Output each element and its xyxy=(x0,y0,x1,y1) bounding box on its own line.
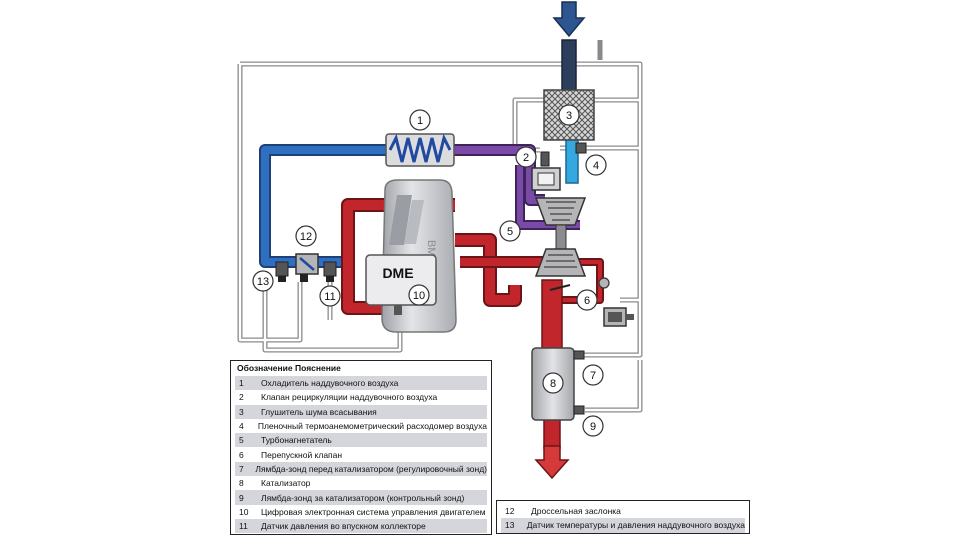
legend-row: 12 Дроссельная заслонка xyxy=(501,504,745,518)
legend-row: 7 Лямбда-зонд перед катализатором (регули… xyxy=(235,461,487,477)
legend-num: 2 xyxy=(239,392,244,403)
manifold-pressure-sensor xyxy=(323,261,337,282)
legend-text: Турбонагнетатель xyxy=(261,435,332,446)
legend-row: 5 Турбонагнетатель xyxy=(235,433,487,448)
callout-9: 9 xyxy=(582,415,604,437)
callout-4: 4 xyxy=(585,154,607,176)
intake-duct xyxy=(561,39,579,184)
legend-text: Глушитель шума всасывания xyxy=(261,406,377,417)
legend-text: Дроссельная заслонка xyxy=(531,506,621,517)
callout-1: 1 xyxy=(409,109,431,131)
callout-label: 4 xyxy=(593,160,599,172)
legend-header: Обозначение Пояснение xyxy=(231,361,491,375)
legend-row: 1 Охладитель наддувочного воздуха xyxy=(235,376,487,391)
throttle-valve xyxy=(295,253,319,282)
legend-row: 4 Пленочный термоанемометрический расходо… xyxy=(235,419,487,433)
legend-num: 13 xyxy=(505,520,515,531)
callout-label: 11 xyxy=(324,291,335,303)
legend-text: Перепускной клапан xyxy=(261,449,343,460)
callout-label: 3 xyxy=(566,110,572,122)
legend-num: 5 xyxy=(239,435,244,446)
legend-header-desc: Пояснение xyxy=(295,363,341,373)
turbocharger xyxy=(534,197,587,277)
legend-text: Пленочный термоанемометрический расходом… xyxy=(257,421,487,432)
intercooler xyxy=(385,133,455,167)
callout-7: 7 xyxy=(582,364,604,386)
callout-label: 10 xyxy=(413,290,425,302)
legend-text: Охладитель наддувочного воздуха xyxy=(261,378,399,389)
exhaust-arrow-icon xyxy=(534,445,570,480)
lambda-sensor-post-cat xyxy=(573,405,585,415)
legend-num: 1 xyxy=(239,378,244,389)
legend-rows: 1 Охладитель наддувочного воздуха 2 Клапан … xyxy=(231,376,491,534)
legend-row: 8 Катализатор xyxy=(235,476,487,490)
legend-num: 8 xyxy=(239,478,244,489)
callout-2: 2 xyxy=(515,146,537,168)
legend-num: 7 xyxy=(239,463,244,474)
legend-num: 12 xyxy=(505,506,515,517)
legend-side-rows: 12 Дроссельная заслонка 13 Датчик температу… xyxy=(497,504,749,533)
legend-text: Датчик давления во впускном коллекторе xyxy=(261,521,426,532)
callout-3: 3 xyxy=(558,104,580,126)
callout-10: 10 xyxy=(408,284,430,306)
legend-text: Катализатор xyxy=(261,478,311,489)
callout-label: 13 xyxy=(257,276,269,288)
legend-num: 10 xyxy=(239,506,249,517)
callout-13: 13 xyxy=(252,270,274,292)
intake-arrow-icon xyxy=(552,1,586,38)
legend-row: 11 Датчик давления во впускном коллекторе xyxy=(235,518,487,534)
callout-label: 1 xyxy=(417,115,423,127)
legend-text: Цифровая электронная система управления … xyxy=(261,506,486,517)
charge-air-temp-pressure-sensor xyxy=(275,261,289,282)
callout-label: 9 xyxy=(590,421,596,433)
callout-label: 6 xyxy=(584,295,590,307)
callout-8: 8 xyxy=(542,372,564,394)
legend-row: 9 Лямбда-зонд за катализатором (контрольн… xyxy=(235,490,487,505)
legend-table-side: 12 Дроссельная заслонка 13 Датчик температу… xyxy=(496,500,750,534)
legend-num: 4 xyxy=(239,421,244,432)
legend-text: Лямбда-зонд за катализатором (контрольны… xyxy=(261,492,465,503)
legend-text: Датчик температуры и давления наддувочно… xyxy=(526,520,745,531)
dme-label: DME xyxy=(382,265,413,281)
legend-num: 9 xyxy=(239,492,244,503)
legend-row: 10 Цифровая электронная система управлени… xyxy=(235,505,487,519)
legend-row: 3 Глушитель шума всасывания xyxy=(235,404,487,419)
legend-header-num: Обозначение xyxy=(237,363,293,373)
legend-num: 11 xyxy=(239,521,248,532)
callout-label: 7 xyxy=(590,370,596,382)
legend-table: Обозначение Пояснение 1 Охладитель наддув… xyxy=(230,360,492,535)
wastegate-actuator xyxy=(549,277,634,327)
mass-airflow-sensor xyxy=(575,142,587,154)
legend-row: 2 Клапан рециркуляции наддувочного воздух… xyxy=(235,390,487,404)
legend-text: Клапан рециркуляции наддувочного воздуха xyxy=(261,392,438,403)
legend-num: 6 xyxy=(239,449,244,460)
legend-text: Лямбда-зонд перед катализатором (регулир… xyxy=(255,463,487,474)
callout-11: 11 xyxy=(319,285,341,307)
legend-num: 3 xyxy=(239,406,244,417)
callout-label: 5 xyxy=(507,226,513,238)
legend-row: 13 Датчик температуры и давления наддувоч… xyxy=(501,518,745,533)
legend-row: 6 Перепускной клапан xyxy=(235,447,487,461)
callout-6: 6 xyxy=(576,289,598,311)
recirculation-valve xyxy=(531,151,561,191)
callout-label: 2 xyxy=(523,152,529,164)
callout-5: 5 xyxy=(499,220,521,242)
callout-label: 8 xyxy=(550,378,556,390)
callout-12: 12 xyxy=(295,225,317,247)
lambda-sensor-pre-cat xyxy=(573,350,585,360)
callout-label: 12 xyxy=(300,231,312,243)
